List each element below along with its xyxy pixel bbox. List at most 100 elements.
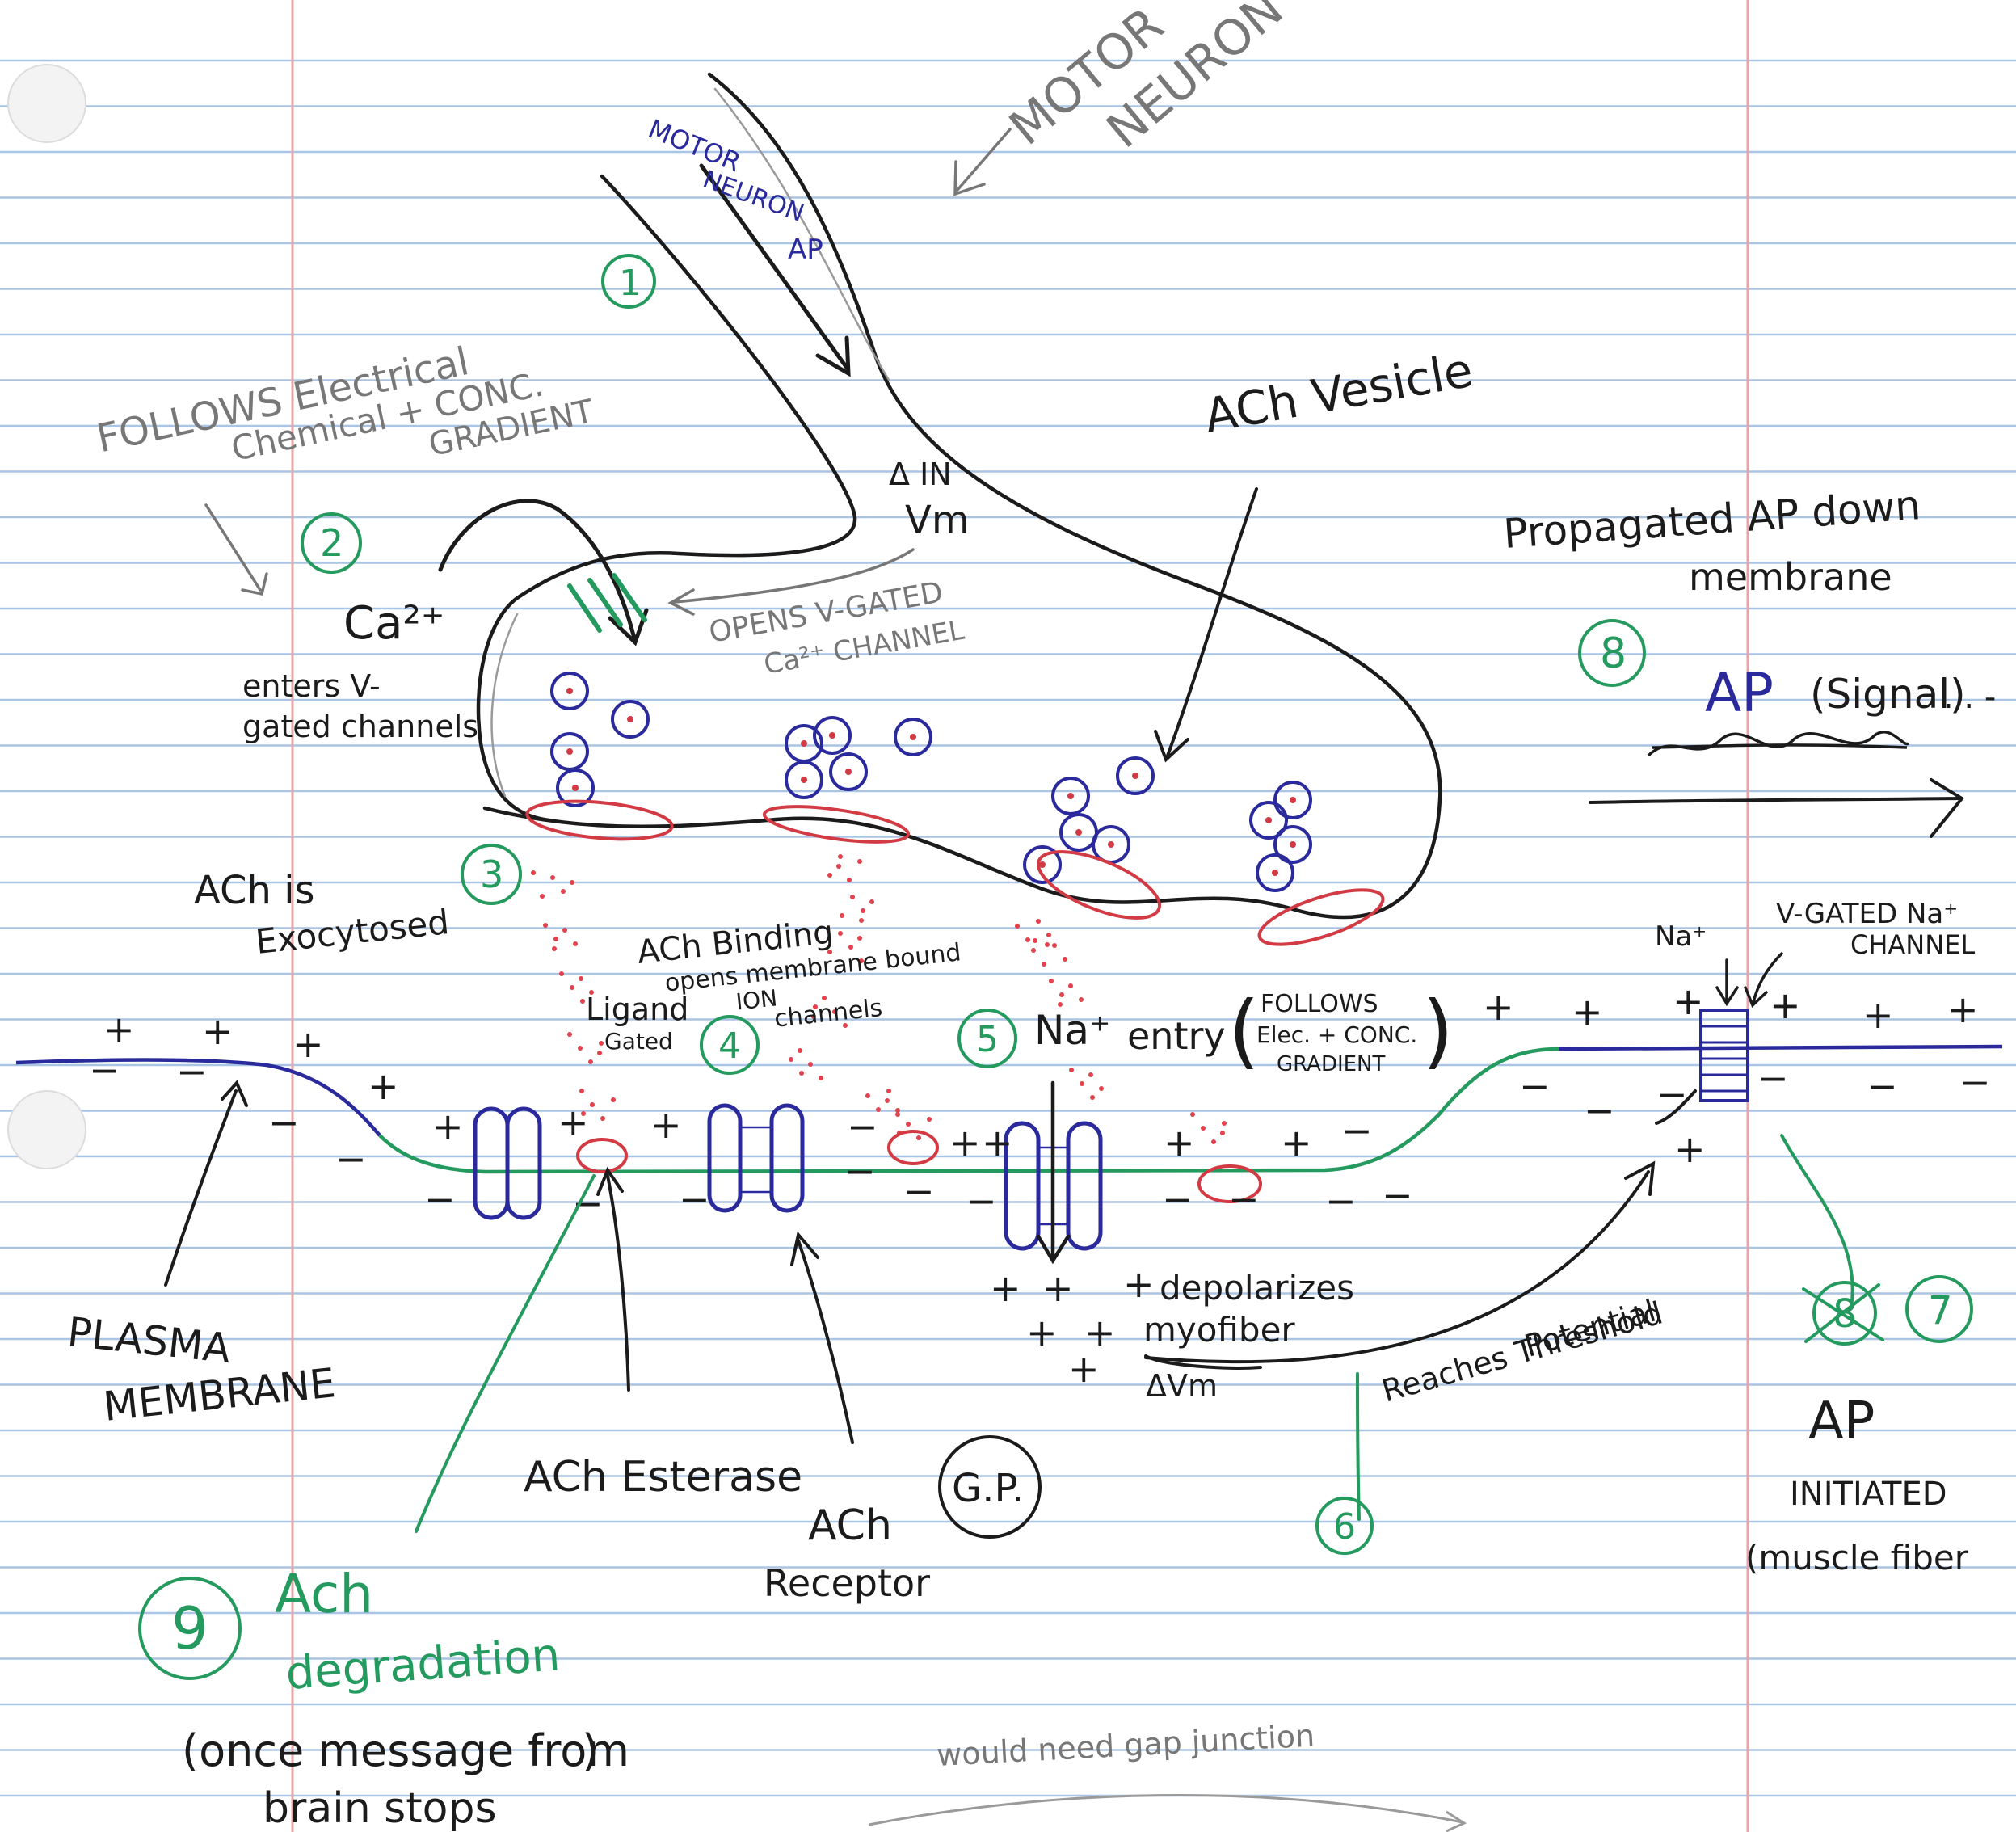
negative-charge: − — [1325, 1179, 1357, 1223]
step-1-number: 1 — [619, 263, 642, 304]
vesicle-ach-contents — [1132, 773, 1138, 779]
ach-molecule — [559, 971, 564, 976]
positive-charge: + — [1862, 993, 1894, 1037]
ach-molecule — [1015, 924, 1020, 929]
binding-line-3: ION — [734, 984, 778, 1015]
propagation-line-2: membrane — [1689, 555, 1892, 599]
positive-charge: + — [1042, 1266, 1074, 1310]
ach-molecule — [789, 1057, 793, 1062]
vesicle-ach-contents — [1108, 841, 1114, 848]
exocytosis-line-1: ACh is — [194, 868, 315, 913]
step-7-crossed-number: 8 — [1833, 1291, 1858, 1337]
positive-charge: + — [1572, 990, 1603, 1034]
ach-molecule — [1046, 933, 1051, 937]
positive-charge: + — [293, 1022, 324, 1066]
ach-molecule — [1211, 1139, 1216, 1144]
calcium-enters-line-2: gated channels — [242, 709, 478, 744]
membrane-resting-right — [1559, 1047, 2002, 1049]
sodium-entry-label: entry — [1127, 1014, 1226, 1058]
vesicle-ach-contents — [566, 688, 573, 694]
ach-molecule — [1036, 919, 1041, 924]
vesicle-ach-contents — [627, 716, 633, 722]
ach-molecule — [1222, 1121, 1227, 1126]
vesicle-ach-contents — [845, 769, 852, 775]
ach-receptor-line-1: ACh — [808, 1501, 892, 1550]
vesicle-ach-contents — [1067, 793, 1074, 799]
depolarizes-line-1: depolarizes — [1160, 1268, 1354, 1308]
binder-hole-middle — [8, 1091, 86, 1169]
ach-molecule — [552, 946, 557, 951]
sodium-follows-line-2: Elec. + CONC. — [1256, 1021, 1417, 1048]
negative-charge: − — [1757, 1056, 1789, 1100]
calcium-enters-line-1: enters V- — [242, 668, 381, 704]
positive-charge: + — [990, 1266, 1021, 1310]
ap-initiated-line-3: (muscle fiber — [1745, 1538, 1969, 1577]
ach-molecule — [597, 1051, 602, 1055]
step-6-connector — [1357, 1374, 1359, 1519]
sodium-follows-paren-open: ( — [1228, 983, 1260, 1078]
ach-molecule — [906, 1122, 911, 1127]
positive-charge: + — [982, 1121, 1013, 1164]
vesicle-ach-contents — [801, 740, 807, 747]
positive-charge: + — [558, 1101, 589, 1144]
ligand-gated-line-2: Gated — [604, 1028, 673, 1055]
positive-charge: + — [949, 1121, 981, 1164]
ach-molecule — [1088, 1072, 1093, 1077]
negative-charge: − — [1341, 1109, 1373, 1152]
ach-molecule — [567, 1032, 572, 1037]
vesicle-ach-contents — [1290, 797, 1296, 803]
ach-molecule — [599, 1041, 604, 1046]
vesicle-ach-contents — [910, 734, 916, 740]
ach-molecule — [819, 1076, 823, 1080]
ach-molecule — [1052, 943, 1057, 948]
ach-molecule — [540, 894, 545, 899]
negative-charge: − — [1162, 1177, 1193, 1221]
binder-hole-top — [8, 65, 86, 142]
vesicle-ach-contents — [801, 777, 807, 783]
ap-initiated-line-2: INITIATED — [1790, 1476, 1947, 1513]
ach-molecule — [1025, 937, 1030, 942]
ach-molecule — [1068, 983, 1073, 988]
sodium-follows-line-3: GRADIENT — [1277, 1052, 1386, 1076]
negative-charge: − — [966, 1179, 997, 1223]
positive-charge: + — [1770, 983, 1801, 1027]
propagation-signal-label: (Signal) — [1810, 671, 1966, 718]
ach-molecule — [600, 1116, 605, 1121]
positive-charge: + — [1483, 985, 1514, 1029]
ach-molecule — [836, 864, 841, 869]
sodium-follows-line-1: FOLLOWS — [1261, 990, 1378, 1018]
ach-molecule — [1042, 962, 1046, 967]
ach-molecule — [1201, 1126, 1206, 1131]
ach-molecule — [847, 878, 852, 882]
ach-molecule — [1049, 979, 1054, 983]
negative-charge: − — [1959, 1060, 1991, 1104]
vesicle-ach-contents — [1075, 829, 1082, 836]
ach-molecule — [1031, 948, 1036, 953]
ach-molecule — [1063, 957, 1067, 962]
ach-molecule — [570, 880, 574, 885]
positive-charge: + — [1281, 1121, 1312, 1164]
step-3-number: 3 — [480, 853, 503, 896]
step-8-number: 8 — [1600, 630, 1627, 678]
ach-molecule — [1190, 1112, 1195, 1117]
negative-charge: − — [903, 1169, 935, 1213]
negative-charge: − — [176, 1050, 208, 1093]
ach-molecule — [857, 936, 862, 941]
negative-charge: − — [1584, 1089, 1615, 1132]
depolarizes-line-3: ΔVm — [1146, 1368, 1218, 1404]
ach-molecule — [848, 945, 853, 950]
ach-molecule — [916, 1135, 921, 1140]
degradation-note-line-1: (once message from — [182, 1725, 629, 1776]
graded-potential-label: G.P. — [952, 1466, 1024, 1511]
ach-molecule — [808, 1062, 813, 1067]
vesicle-ach-contents — [1290, 841, 1296, 848]
ach-molecule — [531, 870, 536, 875]
ach-molecule — [799, 1071, 804, 1076]
vesicle-ach-contents — [1265, 817, 1272, 823]
vesicle-ach-contents — [1272, 870, 1278, 876]
ach-molecule — [578, 1046, 583, 1051]
negative-charge: − — [844, 1149, 876, 1193]
step-9-number: 9 — [171, 1594, 208, 1662]
